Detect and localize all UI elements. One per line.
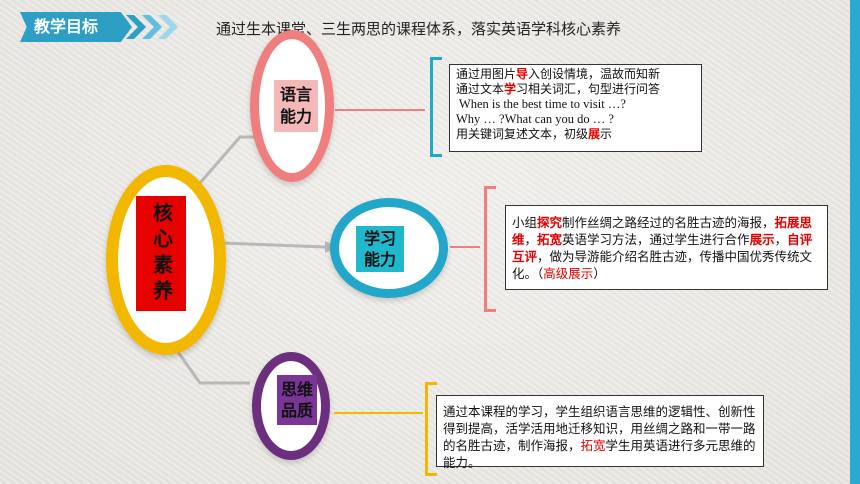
core-label: 核心素养 (149, 201, 174, 306)
learning-bracket (484, 186, 496, 312)
page-subtitle: 通过生本课堂、三生两思的课程体系，落实英语学科核心素养 (216, 20, 622, 38)
language-line-5: 用关键词复述文本，初级展示 (456, 127, 613, 141)
thinking-label-line1: 思维 (280, 380, 313, 399)
language-line-1: 通过用图片导入创设情境，温故而知新 (456, 67, 661, 81)
language-line-3: When is the best time to visit …? (456, 97, 626, 111)
learning-description-box: 小组探究制作丝绸之路经过的名胜古迹的海报，拓展思维，拓宽英语学习方法，通过学生进… (505, 205, 828, 290)
section-tag: 教学目标 (20, 12, 132, 42)
core-label-bg (136, 196, 186, 311)
thinking-bracket (425, 382, 437, 476)
language-label-line1: 语言 (279, 85, 312, 104)
language-line-4: Why … ?What can you do … ? (456, 112, 614, 126)
thinking-description-box: 通过本课程的学习，学生组织语言思维的逻辑性、创新性得到提高，活学活用地迁移知识，… (436, 395, 764, 470)
thinking-node-label: 思维 品质 (277, 375, 317, 425)
language-label-line2: 能力 (279, 107, 312, 126)
chevron-arrows-icon (126, 15, 178, 39)
learning-label-line1: 学习 (363, 229, 396, 248)
learning-label-line2: 能力 (363, 250, 396, 269)
language-node-ring (250, 30, 334, 182)
learning-node-label: 学习 能力 (356, 226, 404, 272)
language-node-label: 语言 能力 (274, 80, 318, 132)
thinking-label-line2: 品质 (280, 401, 313, 420)
language-bracket (430, 57, 442, 157)
language-line-2: 通过文本学习相关词汇，句型进行问答 (456, 82, 661, 96)
language-description-box: 通过用图片导入创设情境，温故而知新 通过文本学习相关词汇，句型进行问答 When… (449, 64, 702, 152)
right-edge-bar (850, 0, 860, 484)
